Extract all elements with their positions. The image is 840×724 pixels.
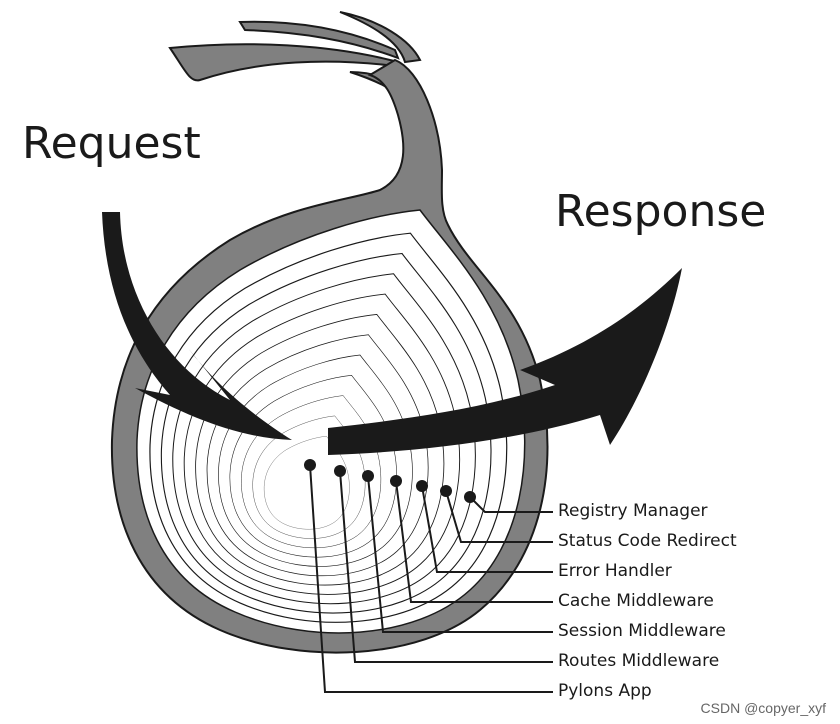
- leader-line: [367, 475, 553, 633]
- layer-label: Registry Manager: [558, 501, 708, 521]
- layer-label: Routes Middleware: [558, 651, 720, 671]
- response-arrow: [328, 268, 682, 455]
- layer-dot: [362, 470, 374, 482]
- onion-ring: [160, 252, 492, 614]
- layer-label: Session Middleware: [558, 621, 726, 641]
- leader-line: [445, 490, 553, 543]
- layer-label: Pylons App: [558, 681, 652, 701]
- layer-dot: [390, 475, 402, 487]
- request-arrow: [102, 212, 292, 440]
- layer-dot: [304, 459, 316, 471]
- layer-dot: [416, 480, 428, 492]
- watermark: CSDN @copyer_xyf: [700, 700, 826, 716]
- request-label: Request: [22, 118, 201, 169]
- response-label: Response: [555, 186, 767, 237]
- leader-line: [339, 470, 553, 663]
- onion-ring: [263, 436, 350, 530]
- layer-label: Cache Middleware: [558, 591, 714, 611]
- layer-dot: [440, 485, 452, 497]
- layer-dot: [464, 491, 476, 503]
- onion-sprouts: [168, 11, 422, 101]
- leader-line: [395, 480, 553, 603]
- leader-line: [421, 485, 553, 573]
- onion-ring: [252, 415, 366, 539]
- onion-ring: [241, 395, 382, 549]
- layer-leaders: [304, 459, 553, 693]
- layer-label: Error Handler: [558, 561, 672, 581]
- leader-line: [309, 464, 553, 693]
- onion-ring: [172, 273, 476, 605]
- onion-ring: [149, 232, 508, 623]
- leader-line: [469, 496, 553, 513]
- onion-flesh: [136, 209, 526, 634]
- layer-label: Status Code Redirect: [558, 531, 737, 551]
- layer-dot: [334, 465, 346, 477]
